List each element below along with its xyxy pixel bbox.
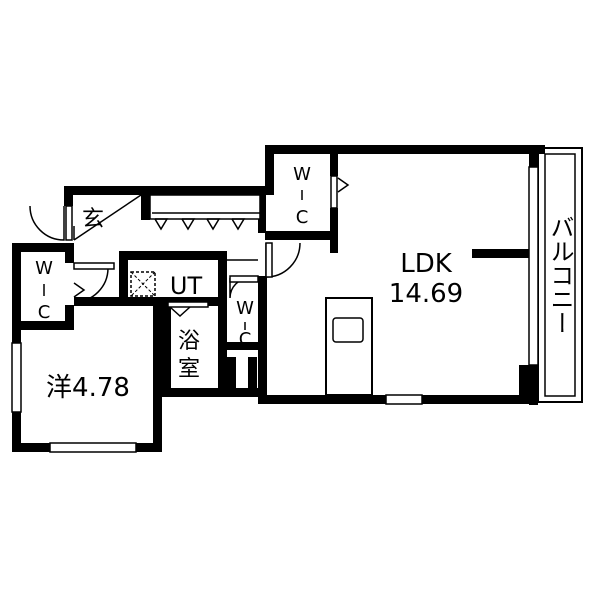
walls bbox=[12, 145, 545, 452]
wic-top-c: C bbox=[296, 207, 309, 228]
wic-left-w: W bbox=[35, 258, 53, 279]
ldk-name: LDK bbox=[400, 249, 453, 279]
doors bbox=[29, 175, 350, 318]
bath-label-line2: 室 bbox=[178, 357, 200, 382]
balcony bbox=[537, 147, 583, 403]
utility-label: UT bbox=[170, 272, 203, 300]
washing-machine-pan bbox=[130, 271, 156, 297]
entrance-label: 玄 bbox=[82, 207, 104, 232]
balcony-label: バルコニー bbox=[546, 215, 574, 335]
room-labels: LDK 14.69 洋4.78 玄 UT 浴 室 バルコニー W C W C W… bbox=[35, 164, 574, 403]
western-room-label: 洋4.78 bbox=[46, 373, 130, 403]
ldk-area: 14.69 bbox=[389, 279, 463, 309]
wc-c: C bbox=[239, 329, 252, 350]
windows bbox=[11, 166, 539, 453]
wic-top-w: W bbox=[293, 164, 311, 185]
bath-label-line1: 浴 bbox=[178, 329, 200, 354]
kitchen-counter bbox=[325, 297, 373, 396]
wc-w: W bbox=[236, 298, 254, 319]
shoe-cabinet bbox=[152, 212, 262, 231]
wic-left-c: C bbox=[38, 302, 51, 323]
